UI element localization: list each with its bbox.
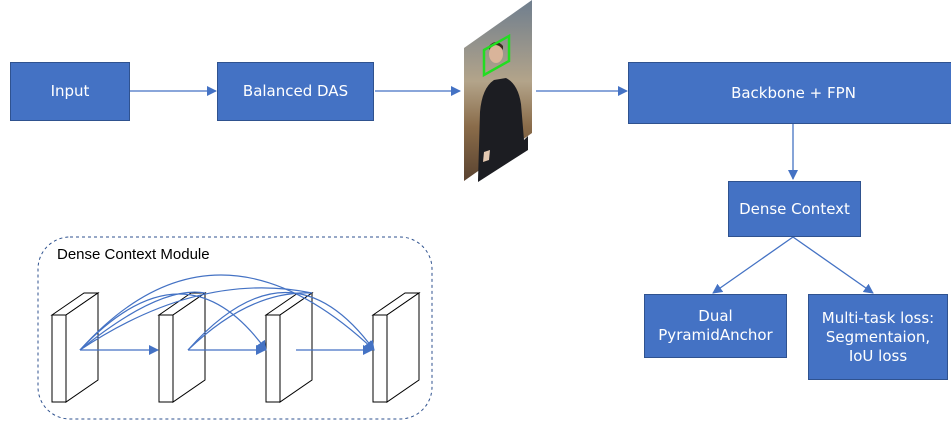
arrow-context-to-loss	[792, 236, 874, 294]
dense-context-module-frame	[37, 236, 433, 420]
input-node-label: Input	[50, 82, 90, 100]
dense-connections	[79, 274, 375, 355]
feature-map-3	[264, 292, 314, 403]
dense-context-label: Dense Context	[739, 199, 850, 218]
sample-image	[464, 0, 532, 182]
feature-map-1	[50, 292, 100, 403]
person-silhouette	[478, 78, 528, 182]
face	[489, 45, 503, 63]
dense-context-node: Dense Context	[728, 181, 861, 237]
multitask-loss-label: Multi-task loss: Segmentaion, IoU loss	[821, 308, 935, 365]
dense-context-module-title: Dense Context Module	[57, 246, 210, 263]
input-node: Input	[10, 62, 130, 121]
dual-pyramid-anchor-node: Dual PyramidAnchor	[644, 294, 787, 358]
feature-map-2	[157, 292, 207, 403]
backbone-fpn-label: Backbone + FPN	[731, 83, 856, 102]
arrow-context-to-anchor	[712, 236, 794, 294]
dual-pyramid-anchor-label: Dual PyramidAnchor	[658, 307, 773, 344]
backbone-fpn-node: Backbone + FPN	[628, 62, 951, 124]
feature-maps	[50, 292, 421, 403]
balanced-das-label: Balanced DAS	[242, 82, 349, 100]
balanced-das-node: Balanced DAS	[217, 62, 374, 121]
multitask-loss-node: Multi-task loss: Segmentaion, IoU loss	[808, 294, 948, 380]
face-detection-box	[482, 33, 511, 78]
feature-map-4	[371, 292, 421, 403]
